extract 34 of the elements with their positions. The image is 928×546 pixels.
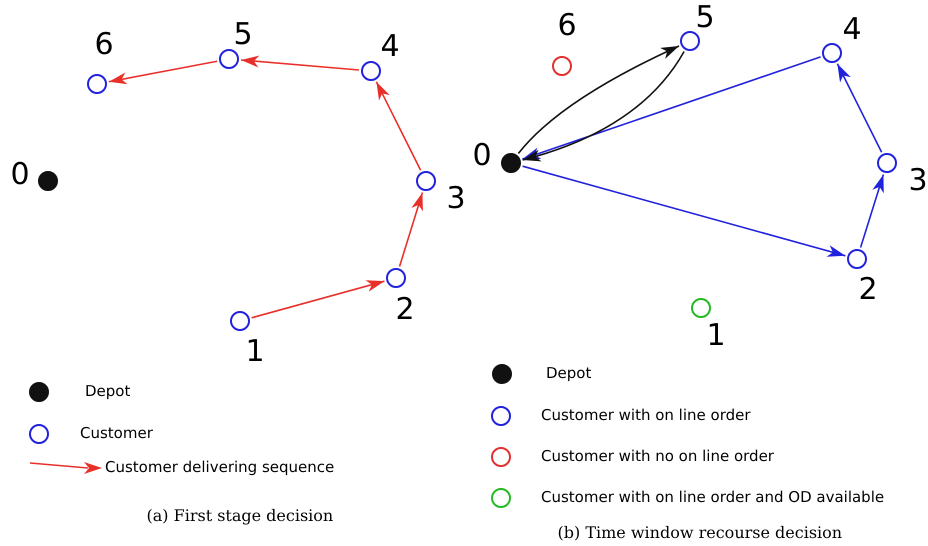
arrow	[860, 174, 884, 248]
node-number: 5	[232, 18, 254, 52]
node-number: 2	[857, 273, 879, 307]
panel-caption: (b) Time window recourse decision	[558, 523, 842, 543]
legend-label: Customer with no on line order	[541, 447, 774, 465]
node-number: 0	[9, 158, 31, 192]
arrow	[376, 81, 422, 171]
legend-label: Customer	[80, 424, 153, 442]
arrow	[522, 165, 846, 257]
arrow	[522, 56, 821, 160]
node-number: 3	[445, 182, 467, 216]
legend-label: Customer with on line order and OD available	[541, 488, 884, 506]
legend-label: Customer delivering sequence	[105, 458, 334, 476]
node-number: 3	[907, 164, 928, 198]
node-number: 4	[379, 30, 401, 64]
arrow	[522, 51, 685, 161]
legend-label: Depot	[546, 364, 592, 382]
node-number: 0	[471, 139, 493, 173]
arrow	[836, 63, 882, 153]
node-number: 6	[93, 28, 115, 62]
node-number: 1	[705, 319, 727, 353]
node-number: 5	[694, 1, 716, 35]
node-number: 4	[841, 13, 863, 47]
arrow	[518, 45, 680, 154]
legend-label: Customer with on line order	[541, 406, 751, 424]
node-number: 1	[244, 335, 266, 369]
node-number: 2	[394, 293, 416, 327]
node-number: 6	[556, 9, 578, 43]
legend-label: Depot	[85, 382, 130, 400]
panel-caption: (a) First stage decision	[146, 506, 334, 526]
arrow	[108, 60, 218, 84]
arrow	[398, 192, 424, 267]
arrow	[251, 280, 385, 319]
arrow	[240, 56, 360, 71]
